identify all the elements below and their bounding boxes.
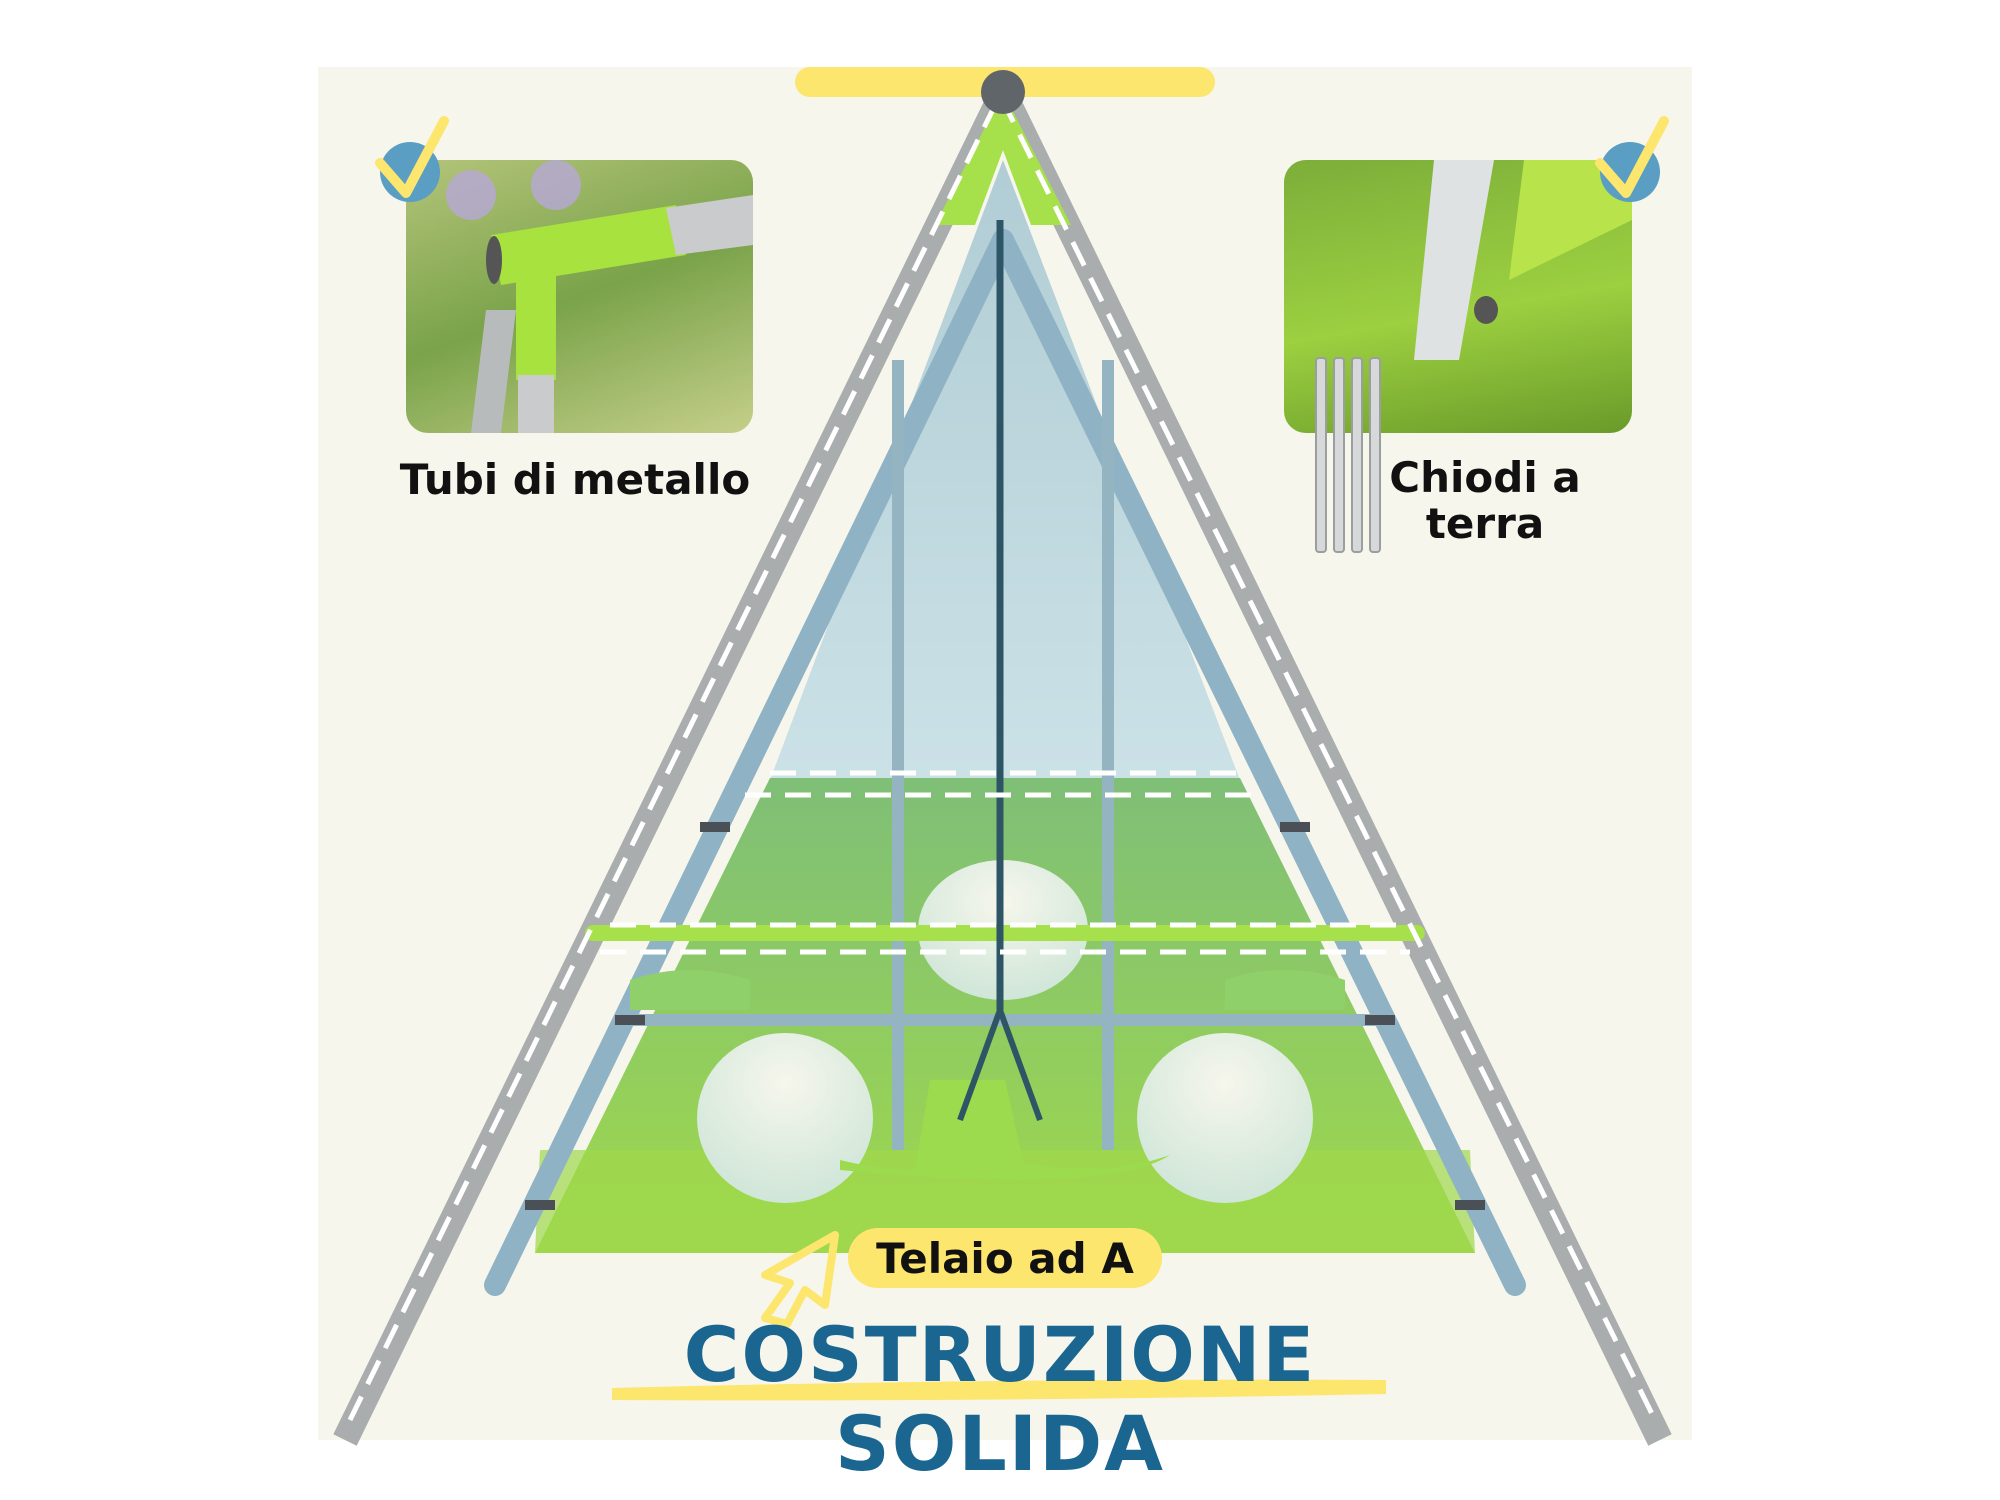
crossbar [585, 925, 1425, 941]
side-seat [630, 970, 750, 1010]
metal-tubes-label: Tubi di metallo [399, 455, 751, 504]
mat-hole [697, 1033, 873, 1203]
center-seat [915, 1080, 1025, 1170]
back-panel [770, 160, 1240, 780]
metal-tubes-photo [406, 160, 753, 433]
ground-stakes-label-line1: Chiodi a [1389, 453, 1581, 502]
mat-hole [1137, 1033, 1313, 1203]
headline: COSTRUZIONE SOLIDA [683, 1310, 1317, 1488]
check-icon [375, 116, 449, 202]
check-icon [1595, 116, 1669, 202]
ground-stakes-label-line2: terra [1425, 499, 1545, 548]
side-seat [1225, 970, 1345, 1010]
ground-stakes-icon [1315, 357, 1381, 553]
apex-cap [981, 70, 1025, 114]
a-frame-badge: Telaio ad A [848, 1228, 1162, 1288]
headline-underline [612, 1379, 1386, 1401]
cursor-icon [761, 1231, 839, 1328]
ground-stakes-label: Chiodi a terra [1375, 455, 1595, 547]
